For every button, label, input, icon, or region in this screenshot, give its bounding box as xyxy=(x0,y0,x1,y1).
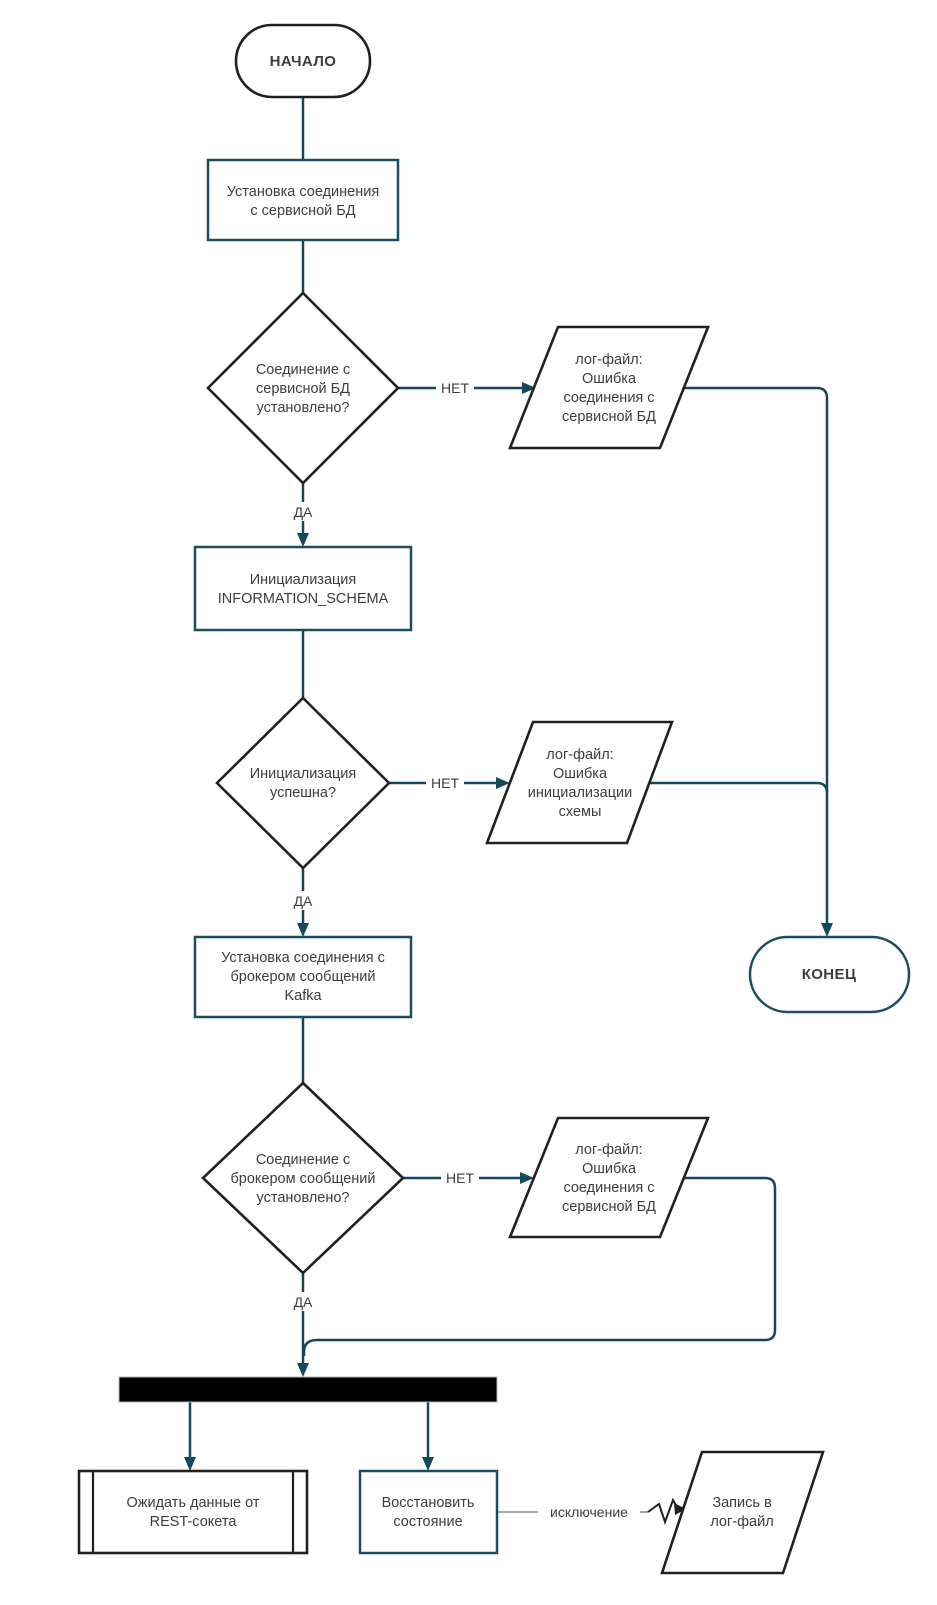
edge-logkafkaerror-loop xyxy=(302,1176,777,1356)
node-decision-kafka-connected: Соединение с брокером сообщений установл… xyxy=(201,1081,405,1275)
edge-label-no-1: НЕТ xyxy=(441,380,469,396)
node-text-line: лог-файл xyxy=(710,1514,773,1530)
node-connect-service-db: Установка соединения с сервисной БД xyxy=(206,158,400,242)
node-start: НАЧАЛО xyxy=(234,23,372,99)
arrowhead-decision2-yes xyxy=(297,923,309,937)
node-text-line: сервисной БД xyxy=(256,381,350,397)
node-text-line: INFORMATION_SCHEMA xyxy=(218,591,389,607)
node-text-line: Ошибка xyxy=(582,371,637,387)
arrowhead-decision1-yes xyxy=(297,533,309,547)
data-shape xyxy=(508,1116,710,1239)
node-text-line: Запись в xyxy=(712,1495,772,1511)
node-text-line: Ошибка xyxy=(582,1161,637,1177)
arrowhead-to-fork xyxy=(297,1363,309,1377)
label-bg xyxy=(289,1292,317,1311)
node-decision-service-db-connected: Соединение с сервисной БД установлено? xyxy=(206,291,400,485)
node-text-line: инициализации xyxy=(528,785,632,801)
arrowhead-decision2-no xyxy=(496,777,510,789)
edge-label-exception: исключение xyxy=(550,1504,628,1520)
arrowhead-to-waitrest xyxy=(184,1457,196,1471)
arrowhead-decision3-no xyxy=(520,1172,534,1184)
data-shape xyxy=(485,720,674,845)
node-decision-init-successful: Инициализация успешна? xyxy=(215,696,391,870)
interrupt-zigzag-icon xyxy=(647,1497,679,1526)
terminator-shape xyxy=(234,23,372,99)
edge-label-yes-1: ДА xyxy=(294,504,313,520)
data-shape xyxy=(660,1450,825,1575)
node-text-line: Установка соединения с xyxy=(221,950,385,966)
node-log-schema-init-error: лог-файл: Ошибка инициализации схемы xyxy=(485,720,674,845)
node-fork-bar xyxy=(118,1376,498,1403)
node-start-label: НАЧАЛО xyxy=(270,53,337,70)
arrowhead-to-end xyxy=(821,923,833,937)
decision-shape xyxy=(201,1081,405,1275)
node-write-log: Запись в лог-файл xyxy=(660,1450,825,1575)
node-log-kafka-conn-error: лог-файл: Ошибка соединения с сервисной … xyxy=(508,1116,710,1239)
edge-label-yes-2: ДА xyxy=(294,893,313,909)
node-text-line: лог-файл: xyxy=(546,747,613,763)
node-text-line: установлено? xyxy=(257,1190,350,1206)
node-restore-state: Восстановить состояние xyxy=(358,1469,499,1555)
label-bg xyxy=(289,502,317,521)
node-log-service-db-error: лог-файл: Ошибка соединения с сервисной … xyxy=(508,325,710,450)
node-text-line: Восстановить xyxy=(382,1495,475,1511)
data-shape xyxy=(508,325,710,450)
node-text-line: сервисной БД xyxy=(562,1199,656,1215)
edge-logdberror-to-end xyxy=(684,386,829,923)
node-text-line: Инициализация xyxy=(250,572,357,588)
node-text-line: Соединение с xyxy=(256,1152,350,1168)
process-shape xyxy=(193,935,413,1019)
terminator-shape xyxy=(748,935,911,1014)
node-connect-kafka: Установка соединения с брокером сообщени… xyxy=(193,935,413,1019)
node-text-line: Ошибка xyxy=(553,766,608,782)
node-text-line: соединения с xyxy=(563,1180,654,1196)
predefined-process-shape xyxy=(77,1469,309,1555)
decision-shape xyxy=(206,291,400,485)
node-text-line: лог-файл: xyxy=(575,352,642,368)
node-text-line: установлено? xyxy=(257,400,350,416)
process-shape xyxy=(358,1469,499,1555)
label-bg xyxy=(441,1168,479,1187)
node-text-line: состояние xyxy=(393,1514,462,1530)
node-text-line: брокером сообщений xyxy=(230,969,375,985)
node-text-line: REST-сокета xyxy=(150,1514,238,1530)
arrowhead-decision1-no xyxy=(522,382,536,394)
edge-logschemaerror-join xyxy=(649,781,829,794)
process-shape xyxy=(206,158,400,242)
node-text-line: соединения с xyxy=(563,390,654,406)
node-end-label: КОНЕЦ xyxy=(802,966,857,983)
parallel-fork-bar xyxy=(118,1376,498,1403)
edge-labels: НЕТ ДА НЕТ ДА НЕТ ДА исключение xyxy=(289,378,628,1520)
decision-shape xyxy=(215,696,391,870)
node-text-line: Kafka xyxy=(284,988,322,1004)
node-text-line: Установка соединения xyxy=(227,184,379,200)
arrowhead-to-writelog xyxy=(674,1503,686,1515)
node-text-line: Ожидать данные от xyxy=(127,1495,260,1511)
node-end: КОНЕЦ xyxy=(748,935,911,1014)
node-text-line: брокером сообщений xyxy=(230,1171,375,1187)
node-init-information-schema: Инициализация INFORMATION_SCHEMA xyxy=(193,545,413,632)
edge-label-no-3: НЕТ xyxy=(446,1170,474,1186)
label-bg xyxy=(436,378,474,397)
node-wait-rest-socket: Ожидать данные от REST-сокета xyxy=(77,1469,309,1555)
label-bg xyxy=(426,773,464,792)
node-text-line: сервисной БД xyxy=(562,409,656,425)
process-shape xyxy=(193,545,413,632)
node-text-line: Инициализация xyxy=(250,766,357,782)
edge-label-no-2: НЕТ xyxy=(431,775,459,791)
node-text-line: лог-файл: xyxy=(575,1142,642,1158)
node-text-line: с сервисной БД xyxy=(250,203,355,219)
label-bg xyxy=(289,891,317,910)
node-text-line: схемы xyxy=(559,804,602,820)
node-text-line: успешна? xyxy=(270,785,336,801)
arrowhead-to-restore xyxy=(422,1457,434,1471)
edge-label-yes-3: ДА xyxy=(294,1294,313,1310)
node-text-line: Соединение с xyxy=(256,362,350,378)
